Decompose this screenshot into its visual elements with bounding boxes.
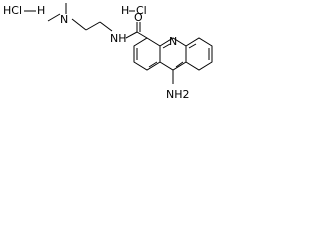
salt-right: H Cl [121,4,147,17]
atom-o: O [134,11,143,24]
atom-nh2: NH2 [166,88,190,101]
atom-nh-amide: NH [110,32,127,45]
hcl-left-h: H [37,4,45,17]
bond-n-c [125,31,138,39]
molecule-structure: HCl H H Cl N NH O [3,3,213,101]
bond-ch2-1 [71,18,87,31]
bond-ch2-2 [85,21,101,31]
ring-middle-double-1 [162,43,171,49]
structure-canvas: HCl H H Cl N NH O [0,0,218,119]
hcl-left-label: HCl [3,4,22,17]
hcl-right-cl: Cl [136,4,147,17]
atom-n-dimethyl: N [60,13,68,26]
acridine-core [133,37,213,84]
atom-ring-n: N [169,35,177,48]
ring-middle-double-2 [175,61,184,68]
bond-ch2-n [99,21,113,32]
ring-left-double-2 [148,61,158,68]
bond-c-ring [136,31,148,39]
ring-left [133,37,161,71]
bond-me1 [47,13,61,22]
hcl-right-h: H [121,4,129,17]
side-chain [47,3,113,32]
amide-bonds [125,22,148,39]
ring-right [185,37,213,71]
ring-right-double-1 [188,43,197,49]
salt-left: HCl H [3,4,45,17]
